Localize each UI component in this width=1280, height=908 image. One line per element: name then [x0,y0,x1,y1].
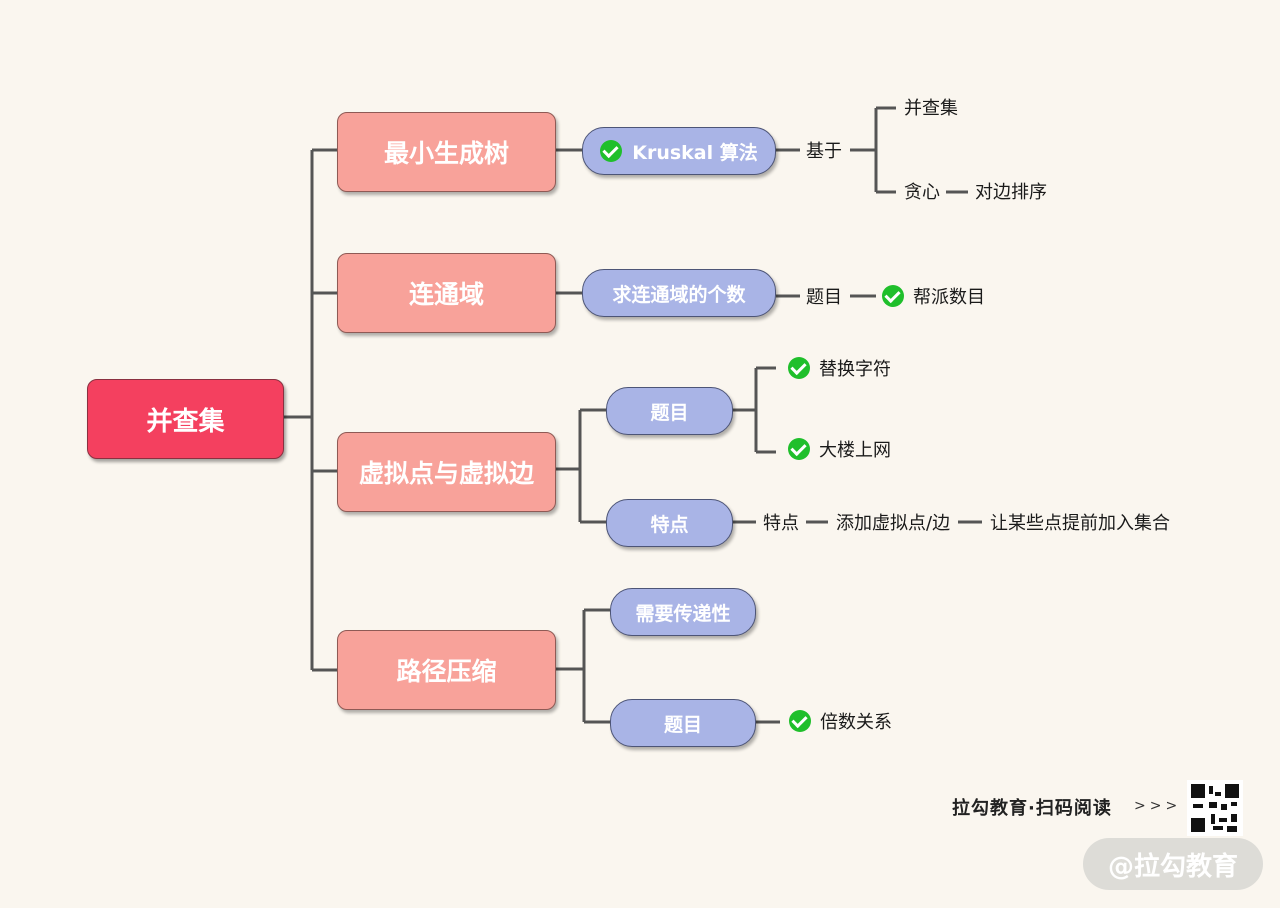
check-icon [788,357,810,379]
qr-code-icon [1187,780,1243,836]
leaf-label: 让某些点提前加入集合 [990,513,1170,534]
node-label: 求连通域的个数 [612,283,746,306]
leaf-label: 帮派数目 [913,287,985,308]
check-icon [788,438,810,460]
leaf-label: 基于 [806,141,842,162]
node-label: 题目 [663,713,702,736]
leaf-label: 题目 [806,287,842,308]
leaf-label: 对边排序 [975,182,1047,203]
node-count-components[interactable]: 求连通域的个数 [582,269,776,317]
leaf-label: 倍数关系 [820,712,892,733]
leaf-greedy[interactable]: 贪心 [904,179,940,203]
node-label: 题目 [650,401,689,424]
footer-text: 拉勾教育·扫码阅读 [952,798,1112,819]
leaf-label: 添加虚拟点/边 [836,513,951,534]
leaf-based-on[interactable]: 基于 [806,138,842,162]
leaf-problem[interactable]: 题目 [806,284,842,308]
leaf-label: 贪心 [904,182,940,203]
node-path-compression[interactable]: 路径压缩 [337,630,556,710]
node-virtual-points-edges[interactable]: 虚拟点与虚拟边 [337,432,556,512]
node-problems[interactable]: 题目 [606,387,733,435]
root-label: 并查集 [146,406,225,437]
node-features[interactable]: 特点 [606,499,733,547]
footer-arrows: >>> [1134,798,1182,814]
leaf-label: 并查集 [904,98,958,119]
node-kruskal[interactable]: Kruskal 算法 [582,127,776,175]
node-needs-transitivity[interactable]: 需要传递性 [610,588,756,636]
leaf-label: 大楼上网 [819,440,891,461]
leaf-gang-count[interactable]: 帮派数目 [882,284,985,308]
node-label: 连通域 [408,280,484,309]
leaf-add-virtual[interactable]: 添加虚拟点/边 [836,510,950,534]
check-icon [600,140,623,162]
leaf-label: 特点 [763,513,799,534]
leaf-feature[interactable]: 特点 [763,510,799,534]
node-label: 虚拟点与虚拟边 [358,459,534,488]
leaf-label: 替换字符 [819,359,891,380]
root-node[interactable]: 并查集 [87,379,284,459]
check-icon [882,285,904,307]
check-icon [789,710,811,732]
leaf-union-find[interactable]: 并查集 [904,95,958,119]
leaf-sort-edges[interactable]: 对边排序 [975,179,1047,203]
node-minimum-spanning-tree[interactable]: 最小生成树 [337,112,556,192]
node-label: Kruskal 算法 [632,141,758,164]
node-label: 特点 [650,513,689,536]
leaf-building-network[interactable]: 大楼上网 [788,437,891,461]
node-label: 需要传递性 [635,602,731,625]
node-label: 最小生成树 [383,139,509,168]
watermark: @拉勾教育 [1083,838,1263,890]
node-label: 路径压缩 [396,657,497,686]
leaf-multiple-relation[interactable]: 倍数关系 [789,709,892,733]
leaf-join-early[interactable]: 让某些点提前加入集合 [990,510,1170,534]
leaf-replace-chars[interactable]: 替换字符 [788,356,891,380]
node-problems[interactable]: 题目 [610,699,756,747]
node-connected-components[interactable]: 连通域 [337,253,556,333]
